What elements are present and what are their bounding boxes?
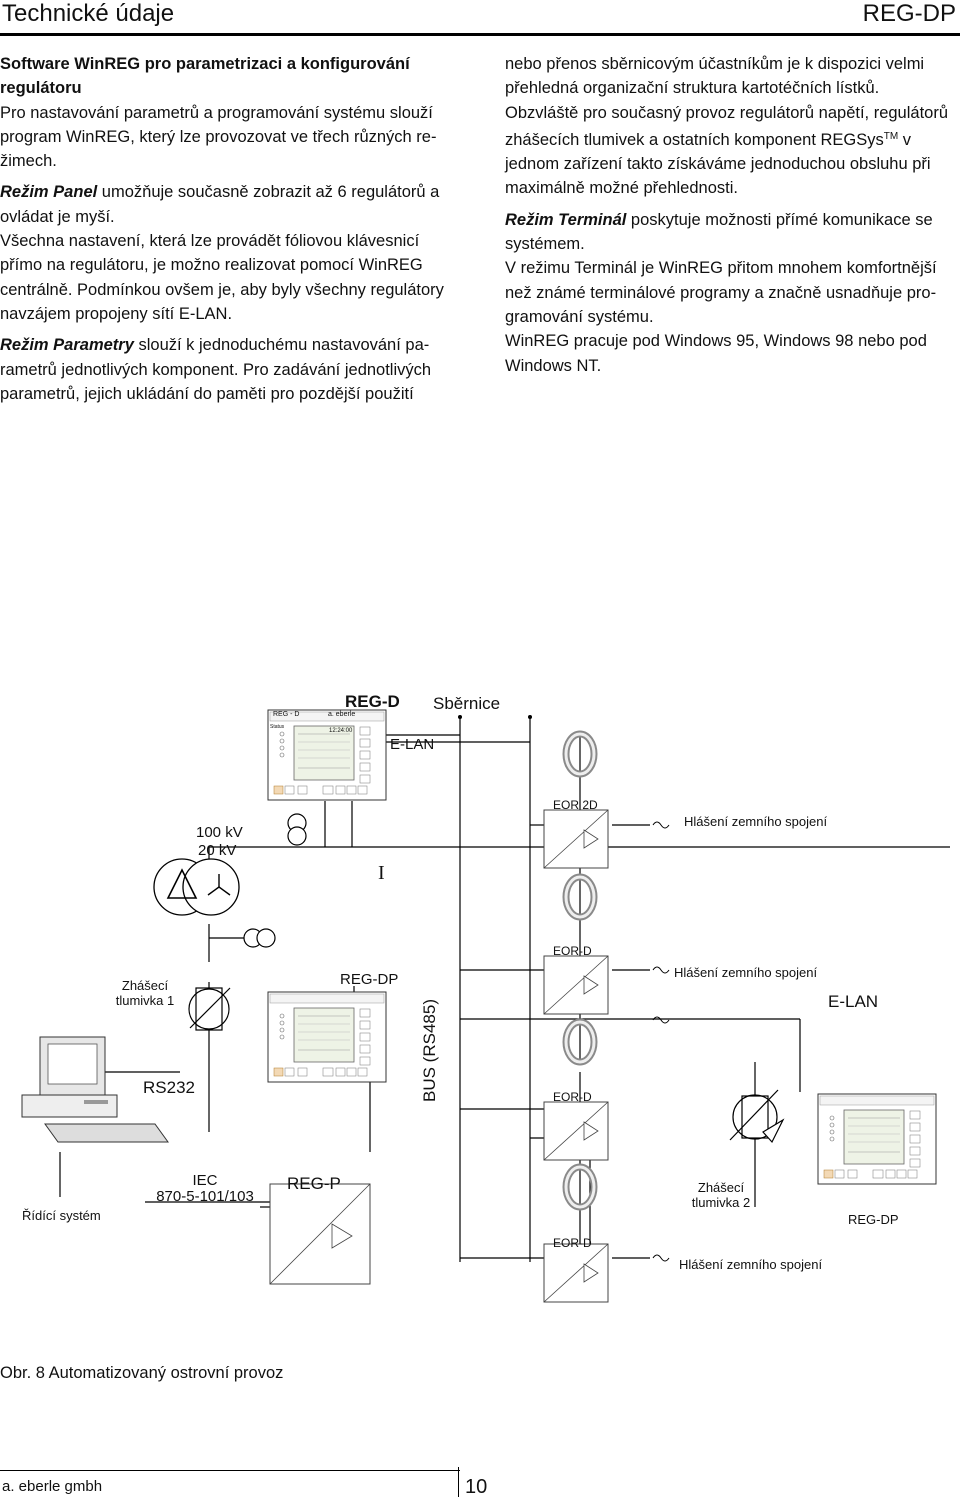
earth-fault-label-1: Hlášení zemního spojení [684,814,828,829]
footer-company: a. eberle gmbh [2,1478,103,1495]
reg-dp-right-label: REG-DP [848,1212,899,1227]
article-heading: Software WinREG pro parametrizaci a konf… [0,55,410,98]
params-continuation: nebo přenos sběrnicovým účastníkům je k … [505,55,925,98]
diagram-drawing [21,709,950,1303]
eor-d-label-1: EOR-D [553,944,592,958]
eor-d-label-2: EOR-D [553,1090,592,1104]
iec-label-line1: IEC [192,1172,218,1189]
eor-d-device-2 [543,1101,609,1161]
reg-p-label: REG-P [287,1174,341,1193]
footer-divider [458,1467,459,1497]
device-maker-top: a. eberle [328,711,356,718]
params-mode-paragraph: Režim Parametry slouží k jednoduchému na… [0,333,455,406]
device-brand-top: REG - D [273,711,300,718]
reg-dp-mid-device [267,991,387,1083]
intro-paragraph: Pro nastavování parametrů a programování… [0,103,437,171]
current-symbol-label: I [378,862,385,884]
eor-2d-label: EOR 2D [553,798,598,812]
reg-d-top-device [267,709,387,801]
foil-keyboard-paragraph: Všechna nastavení, která lze provádět fó… [0,232,444,323]
terminal-more-paragraph: V režimu Terminál je WinREG přitom mnohe… [505,259,937,326]
parallel-text-a: Obzvláště pro současný provoz regulátorů… [505,103,949,149]
elan-top-label: E-LAN [390,736,435,753]
figure-caption: Obr. 8 Automatizovaný ostrovní provoz [0,1364,284,1382]
voltage-hv-label: 100 kV [196,824,243,841]
eor-2d-device [543,809,609,869]
system-diagram: REG-D Sběrnice E-LAN EOR 2D Hlášení zemn… [0,662,960,1337]
terminal-mode-text: poskytuje možnosti přímé komunikace se s… [505,210,933,254]
windows-paragraph: WinREG pracuje pod Windows 95, Windows 9… [505,332,927,375]
earth-fault-label-2: Hlášení zemního spojení [674,965,818,980]
terminal-mode-term: Režim Terminál [505,210,627,229]
eor-d-device-1 [543,955,609,1015]
parallel-text-b: v jednom zařízení takto získáváme jednod… [505,130,931,198]
voltage-lv-label: 20 kV [198,842,237,859]
iec-label-line2: 870-5-101/103 [156,1188,254,1205]
panel-mode-paragraph: Režim Panel umožňuje současně zobrazit a… [0,180,455,229]
footer-rule [0,1470,460,1471]
reg-dp-right-device [817,1093,937,1185]
trademark-mark: TM [883,130,899,142]
eor-d-label-3: EOR-D [553,1236,592,1250]
parallel-operation-paragraph: Obzvláště pro současný provoz regulátorů… [505,101,960,201]
computer-icon [21,1036,169,1143]
eor-d-device-3 [543,1243,609,1303]
page-number: 10 [465,1476,488,1498]
header-rule [0,33,960,36]
panel-mode-text: umožňuje současně zobrazit až 6 reguláto… [0,183,440,226]
bus-rs485-label: BUS (RS485) [420,999,439,1102]
product-name: REG-DP [862,0,956,27]
panel-mode-term: Režim Panel [0,183,98,202]
rs232-label: RS232 [143,1078,195,1097]
earth-fault-label-3: Hlášení zemního spojení [679,1257,823,1272]
text-column-right: nebo přenos sběrnicovým účastníkům je k … [505,52,960,385]
coil-1-label: Zhášecí tlumivka 1 [115,978,175,1008]
control-system-label: Řídící systém [22,1208,101,1223]
text-column-left: Software WinREG pro parametrizaci a konf… [0,52,455,413]
device-status-top: Status [270,724,285,730]
page-header: Technické údaje REG-DP [0,0,960,36]
reg-d-top-label: REG-D [345,692,400,711]
params-mode-text: slouží k jednoduchému nastavování pa­ram… [0,336,432,403]
reg-dp-mid-label: REG-DP [340,971,399,988]
coil-2-label: Zhášecí tlumivka 2 [691,1180,751,1210]
terminal-mode-paragraph: Režim Terminál poskytuje možnosti přímé … [505,208,960,257]
params-mode-term: Režim Parametry [0,336,134,355]
bus-label: Sběrnice [433,694,501,713]
section-title: Technické údaje [2,0,175,27]
elan-right-label: E-LAN [828,992,879,1011]
device-time-top: 12:24:00 [329,728,353,734]
